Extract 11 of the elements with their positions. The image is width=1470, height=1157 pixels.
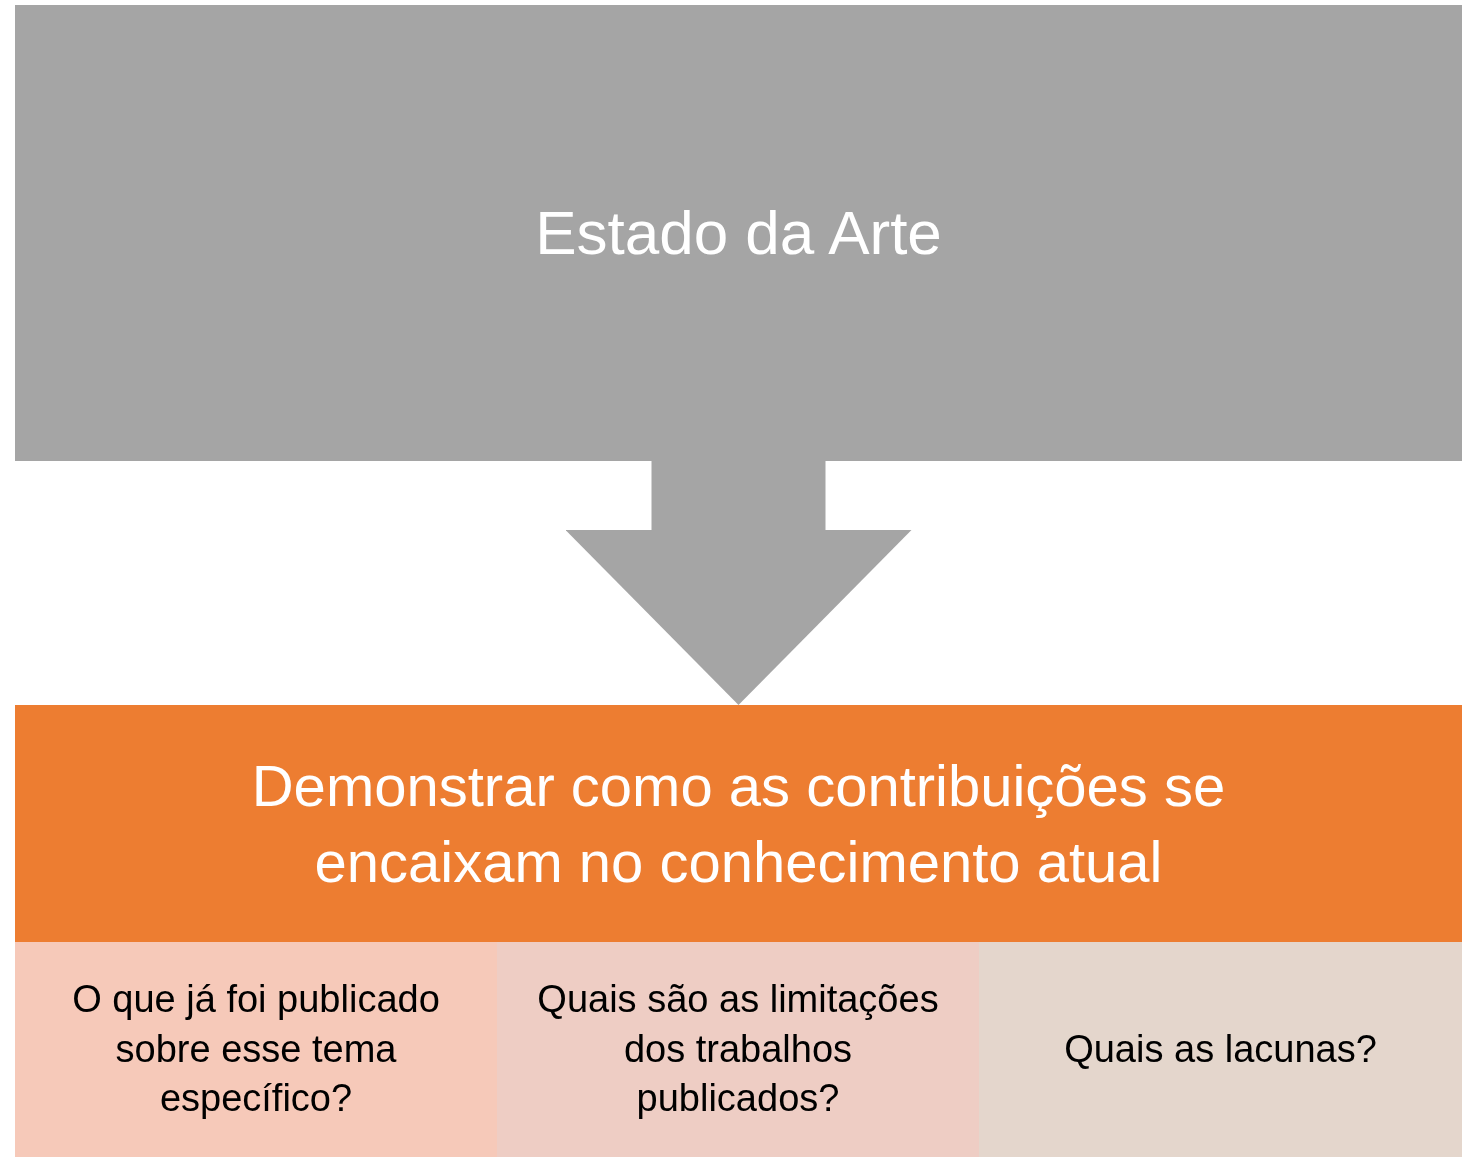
node-text: Estado da Arte (535, 196, 942, 269)
node-text: Demonstrar como as contribuições se encaixam no conhecimento atual (250, 752, 1227, 896)
node-text: Quais as lacunas? (1064, 1026, 1377, 1072)
node-text: Quais são as limitações dos trabalhos publicados? (536, 977, 940, 1122)
question-box (979, 942, 1462, 1157)
question-box (15, 942, 497, 1157)
question-box (497, 942, 979, 1157)
process-box (15, 5, 1462, 461)
node-text: O que já foi publicado sobre esse tema específico? (71, 977, 441, 1122)
block-arrow (565, 461, 912, 705)
process-box (15, 705, 1462, 942)
